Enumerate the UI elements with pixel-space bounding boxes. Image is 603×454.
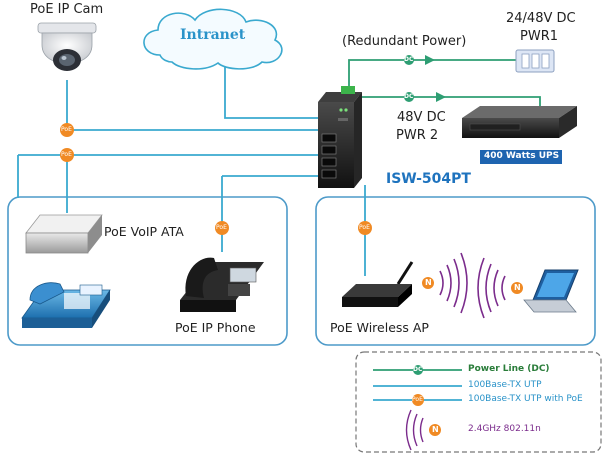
- wireless-signal-ap: [422, 252, 468, 314]
- poe-badge-ata: [60, 148, 74, 162]
- legend-power-line-text: Power Line (DC): [468, 364, 550, 374]
- legend-wireless-icon: [405, 409, 441, 451]
- power-connections: [348, 59, 541, 110]
- pwr1-voltage-label: 24/48V DC: [506, 11, 576, 26]
- ip-camera-icon: [37, 22, 97, 71]
- wireless-ap-label: PoE Wireless AP: [330, 320, 429, 335]
- pwr1-module-icon: [515, 49, 555, 73]
- pwr2-voltage-label: 48V DC: [397, 110, 446, 125]
- legend-utp-text: 100Base-TX UTP: [468, 380, 542, 390]
- power-arrow-1: [425, 55, 435, 65]
- dc-badge-2: [404, 92, 414, 102]
- ip-phone-label: PoE IP Phone: [175, 320, 256, 335]
- ip-phone-icon: [180, 257, 264, 312]
- intranet-label: Intranet: [180, 27, 246, 43]
- wireless-signal-laptop: [477, 257, 523, 319]
- wifi-badge-ap-text: N: [425, 278, 432, 287]
- legend-wireless-text: 2.4GHz 802.11n: [468, 424, 541, 434]
- poe-badge-ap-text: PoE: [359, 224, 370, 231]
- poe-ip-cam-label: PoE IP Cam: [30, 2, 104, 17]
- dc-badge-1-text: DC: [404, 56, 414, 63]
- legend-utp-poe-text: 100Base-TX UTP with PoE: [468, 394, 583, 404]
- poe-badge-phone-text: PoE: [216, 224, 227, 231]
- dc-badge-2-text: DC: [404, 93, 414, 100]
- redundant-power-label: (Redundant Power): [342, 34, 467, 49]
- right-group-box: [315, 196, 596, 346]
- ups-icon: [462, 106, 577, 164]
- pwr1-label: PWR1: [520, 29, 558, 44]
- poe-badge-cam-text: PoE: [61, 126, 72, 133]
- legend-power-line: [373, 365, 462, 375]
- pwr2-label: PWR 2: [396, 128, 439, 143]
- wireless-ap-icon: [342, 261, 414, 307]
- intranet-cloud: [143, 8, 283, 70]
- legend-poe-badge-text: PoE: [412, 396, 423, 403]
- voip-ata-label: PoE VoIP ATA: [104, 224, 184, 239]
- switch-icon: [318, 86, 362, 188]
- legend-utp-poe-line: [373, 394, 462, 406]
- wifi-badge-laptop-text: N: [514, 283, 521, 292]
- ups-label: 400 Watts UPS: [484, 151, 560, 161]
- desk-phone-icon: [21, 282, 111, 328]
- legend-box: [355, 351, 602, 453]
- voip-ata-icon: [25, 214, 103, 254]
- switch-model-label: ISW-504PT: [386, 171, 471, 187]
- legend-wifi-badge-text: N: [432, 425, 439, 434]
- laptop-icon: [523, 269, 579, 313]
- legend-dc-badge-text: DC: [413, 366, 423, 373]
- dc-badge-1: [404, 55, 414, 65]
- poe-badge-cam: [60, 123, 74, 137]
- poe-badge-phone: [215, 221, 229, 235]
- poe-badge-ata-text: PoE: [61, 151, 72, 158]
- left-group-box: [7, 196, 288, 346]
- poe-badge-ap: [358, 221, 372, 235]
- power-arrow-2: [436, 92, 446, 102]
